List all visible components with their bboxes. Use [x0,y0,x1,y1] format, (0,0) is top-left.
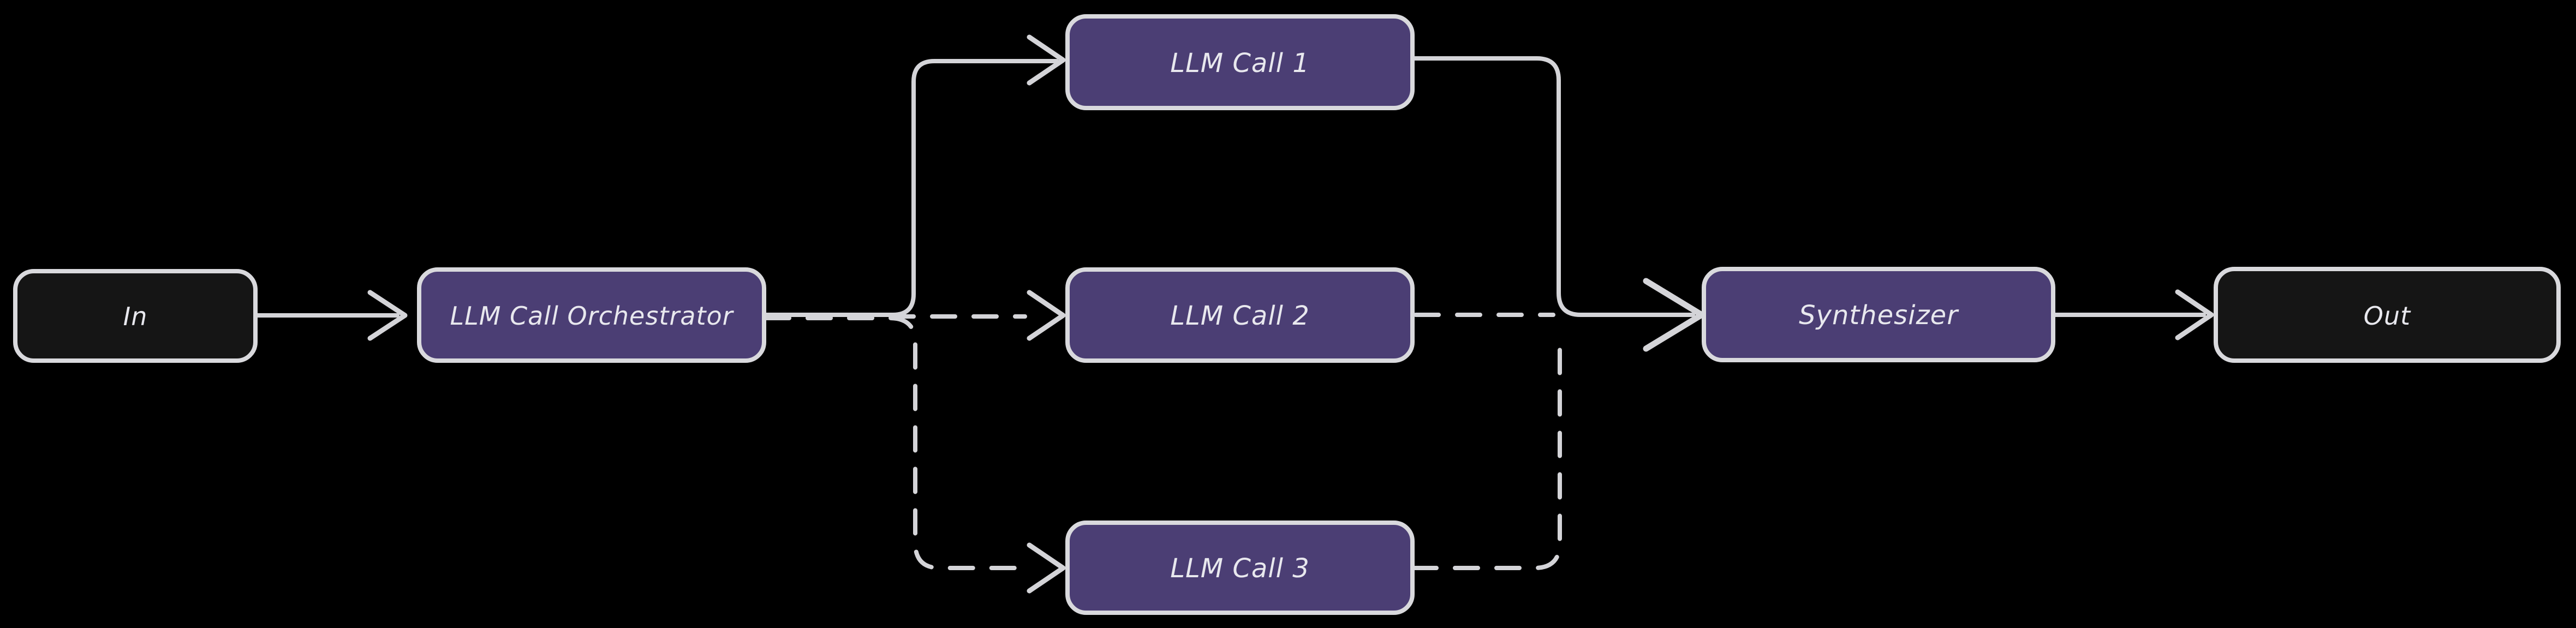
node-out-label: Out [2364,301,2411,331]
node-orchestrator-label: LLM Call Orchestrator [450,301,734,331]
edge-orchestrator-llm3 [764,316,1027,570]
arrowhead-llm3 [1027,542,1066,594]
node-synthesizer-label: Synthesizer [1799,300,1959,331]
node-orchestrator-box [417,267,766,363]
node-synthesizer: Synthesizer [1702,267,2055,362]
node-llm-call-2-box [1065,267,1415,363]
node-in-label: In [123,302,148,331]
node-llm-call-1-label: LLM Call 1 [1170,48,1310,79]
arrowhead-out [2175,289,2214,340]
node-llm-call-1-box [1065,14,1415,110]
edge-llm3-synthesizer [1411,337,1562,570]
arrowhead-orchestrator [367,290,408,341]
node-llm-call-2: LLM Call 2 [1065,267,1415,363]
node-in-box [13,269,258,363]
node-out-box [2214,267,2561,363]
edge-orchestrator-llm1 [763,59,1059,317]
edge-llm1-synthesizer [1411,56,1695,317]
node-orchestrator: LLM Call Orchestrator [417,267,766,363]
node-llm-call-2-label: LLM Call 2 [1170,301,1310,331]
node-llm-call-3-label: LLM Call 3 [1170,553,1310,584]
arrowhead-llm2 [1027,290,1066,341]
edges-layer [254,34,2214,594]
arrowhead-llm1 [1027,34,1066,86]
node-llm-call-1: LLM Call 1 [1065,14,1415,110]
node-llm-call-3: LLM Call 3 [1065,521,1415,615]
node-out: Out [2214,267,2561,363]
node-synthesizer-box [1702,267,2055,362]
node-in: In [13,269,258,363]
nodes-layer: In LLM Call Orchestrator LLM Call 1 LLM … [13,14,2561,615]
node-llm-call-3-box [1065,521,1415,615]
